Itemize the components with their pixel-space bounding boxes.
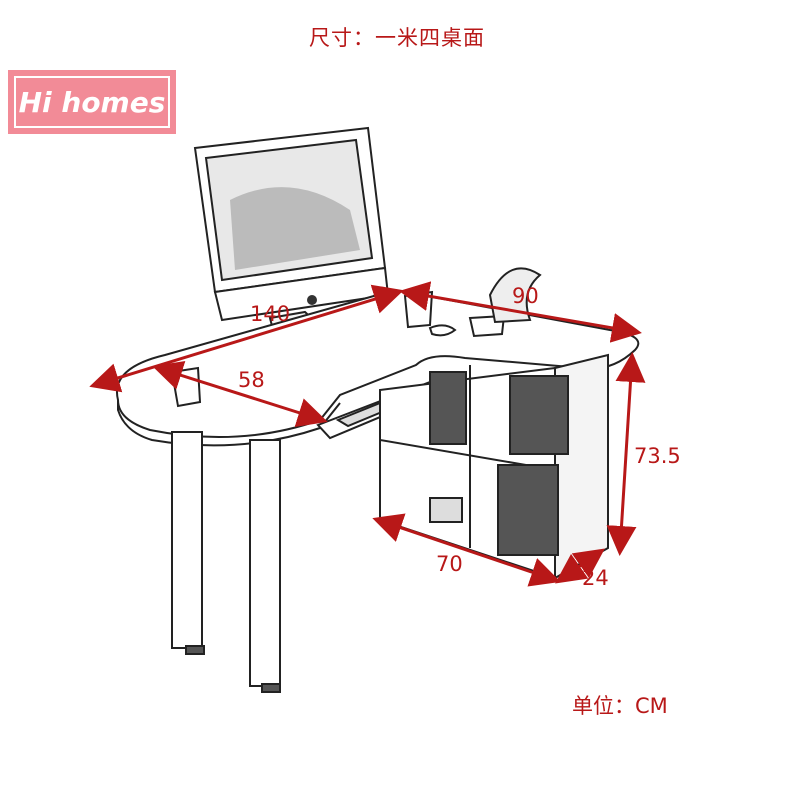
books-bottom-right <box>497 464 559 556</box>
dim-58-line <box>152 360 328 428</box>
dim-cabinet-width-label: 70 <box>436 552 463 576</box>
dim-70-line <box>372 513 561 587</box>
dim-90-line <box>399 281 642 343</box>
dim-depth-label: 58 <box>238 368 265 392</box>
dim-24-line <box>555 548 605 584</box>
dimension-lines <box>89 281 646 587</box>
unit-label: 单位：CM <box>572 694 668 718</box>
dim-73-line <box>606 352 646 556</box>
apple-logo-icon <box>307 295 317 305</box>
dim-height-label: 73.5 <box>634 444 681 468</box>
books-top-left <box>429 371 467 445</box>
books-top-right <box>509 375 569 455</box>
desk-legs <box>171 431 281 693</box>
dim-width-label: 140 <box>250 302 291 326</box>
monitor-wallpaper <box>230 187 360 270</box>
page-title: 尺寸：一米四桌面 <box>309 26 485 50</box>
brand-logo-text: Hi homes <box>14 76 170 128</box>
leg-right <box>249 439 281 687</box>
leg-left <box>171 431 203 649</box>
cabinet-box <box>429 497 463 523</box>
dim-140-line <box>89 284 404 393</box>
brand-logo: Hi homes <box>8 70 176 134</box>
cabinet <box>379 353 609 580</box>
dim-cabinet-depth-label: 24 <box>582 566 609 590</box>
dim-right-width-label: 90 <box>512 284 539 308</box>
